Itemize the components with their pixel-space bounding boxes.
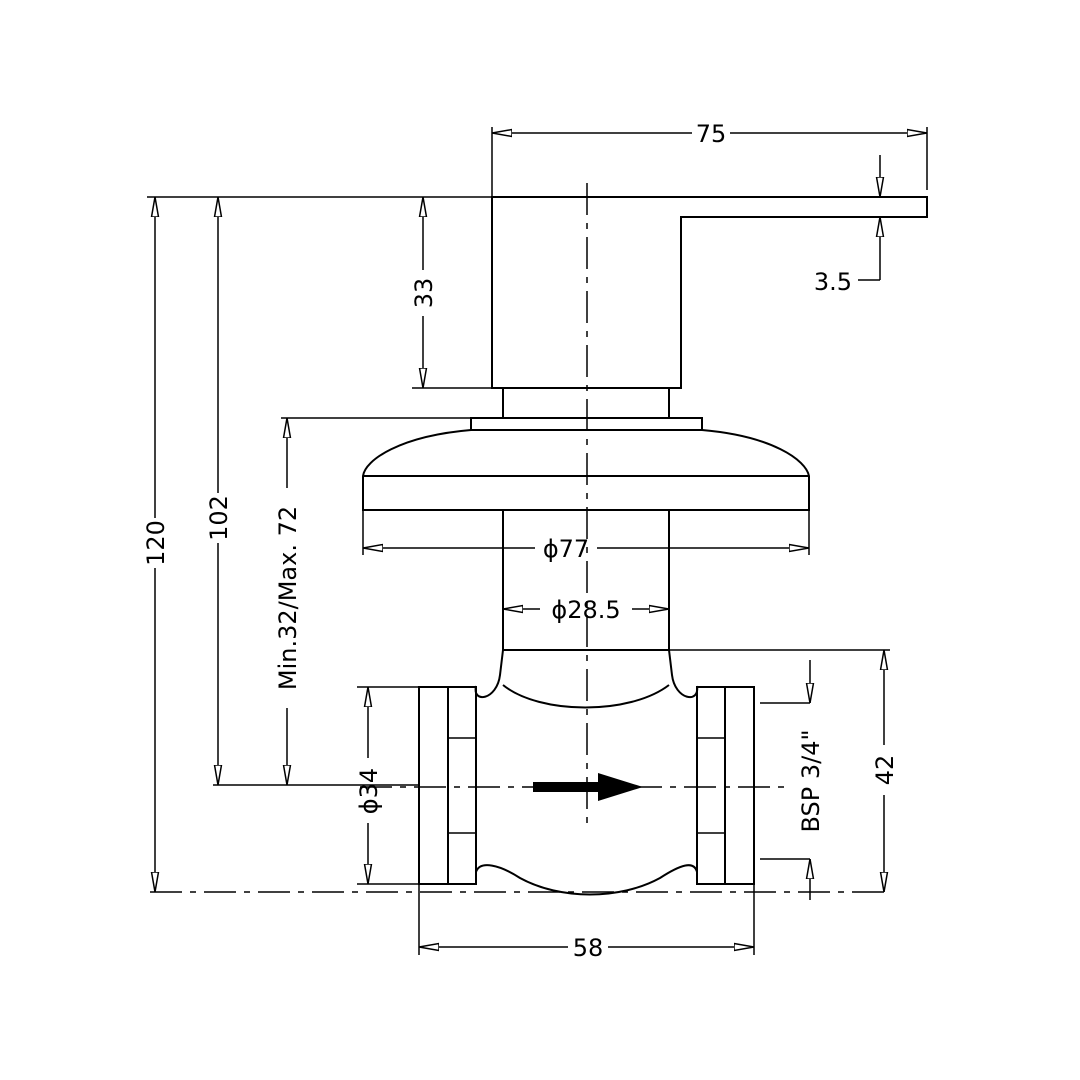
dim-handle-height-label: 33 (410, 278, 438, 309)
dim-total-height: 120 (142, 197, 170, 892)
dim-thread-label: BSP 3/4" (797, 729, 825, 832)
dim-install-depth-label: Min.32/Max. 72 (274, 506, 302, 690)
dim-handle-length: 75 (492, 120, 927, 148)
dim-flange-diameter: ϕ77 (363, 535, 809, 563)
left-flange (418, 686, 477, 885)
dim-body-width: 58 (419, 934, 754, 962)
lever-handle (491, 196, 928, 389)
dim-thread: BSP 3/4" (797, 660, 825, 900)
dim-stem-diameter-label: ϕ28.5 (551, 596, 620, 624)
dim-body-height: 42 (871, 650, 899, 892)
dim-handle-length-label: 75 (696, 120, 727, 148)
dim-pipe-diameter-label: ϕ34 (355, 768, 383, 814)
stem (502, 510, 670, 650)
dim-height-to-center-label: 102 (205, 495, 233, 541)
dim-body-height-label: 42 (871, 755, 899, 786)
dim-handle-thickness-label: 3.5 (814, 268, 852, 296)
dim-total-height-label: 120 (142, 520, 170, 566)
neck (502, 388, 670, 418)
dim-flange-diameter-label: ϕ77 (543, 535, 589, 563)
right-flange (696, 686, 755, 885)
dim-pipe-diameter: ϕ34 (355, 687, 383, 884)
dim-install-depth: Min.32/Max. 72 (274, 418, 302, 785)
valve-body-outline (362, 196, 928, 896)
dim-stem-diameter: ϕ28.5 (503, 596, 669, 624)
dim-height-to-center: 102 (205, 197, 233, 785)
dim-handle-thickness: 3.5 (814, 155, 880, 296)
dome-cover (362, 429, 810, 511)
dim-handle-height: 33 (410, 197, 438, 388)
dim-body-width-label: 58 (573, 934, 604, 962)
